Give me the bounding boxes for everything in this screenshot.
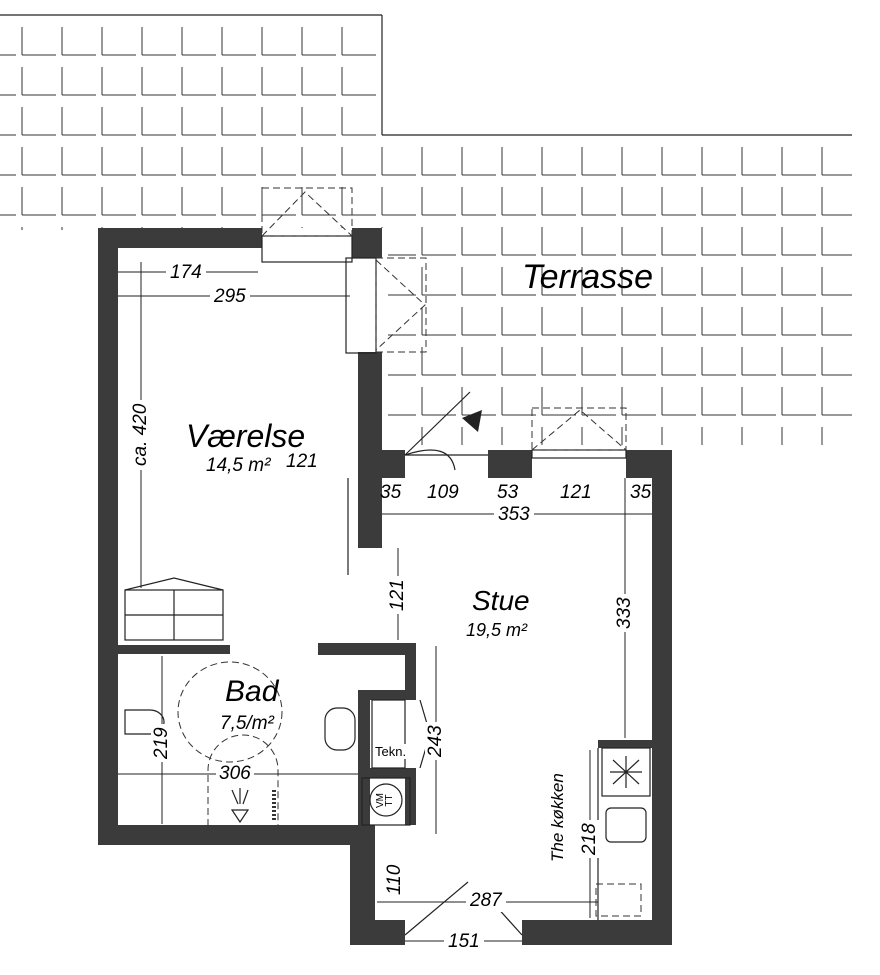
room-label-tekn: Tekn. (375, 744, 407, 759)
dim-stue-passage: 121 (387, 576, 409, 614)
dim-vaerelse-top: 174 (166, 262, 206, 284)
washer-icon (369, 783, 403, 817)
vm-tt-label: VM TT (375, 793, 395, 808)
dim-entry-depth: 110 (384, 861, 406, 898)
room-label-vaerelse: Værelse (186, 418, 306, 454)
sink-icon (324, 707, 356, 751)
terrace-tiles (0, 14, 852, 458)
dim-entry-width: 287 (466, 890, 506, 912)
dim-bad-height: 219 (151, 724, 173, 762)
toilet-icon (124, 709, 165, 735)
room-label-terrasse: Terrasse (522, 258, 654, 296)
room-area-bad: 7,5/m² (220, 713, 274, 734)
dim-stue-width: 353 (494, 504, 534, 526)
shower (207, 734, 279, 826)
dim-stue-window: 121 (560, 482, 592, 503)
room-area-stue: 19,5 m² (466, 620, 528, 640)
dim-kitchen-length: 218 (579, 820, 601, 858)
shower-head-icon (230, 788, 250, 824)
fridge (595, 883, 642, 917)
openings (261, 187, 627, 936)
room-label-bad: Bad (225, 675, 279, 708)
tt-label: TT (384, 794, 395, 807)
dim-entry-door: 151 (444, 931, 484, 953)
room-area-vaerelse: 14,5 m² (206, 455, 271, 476)
dim-vaerelse-window: 121 (286, 451, 318, 472)
entrance-arrow-icon (462, 410, 482, 432)
room-label-kitchen: The køkken (548, 773, 568, 862)
dim-bad-width: 306 (216, 763, 254, 785)
dim-stue-wall-a: 35 (380, 482, 402, 503)
dim-vaerelse-width: 295 (210, 286, 250, 308)
dim-stue-wall-c: 35 (630, 482, 652, 503)
dim-tekn-height: 243 (425, 722, 447, 760)
room-label-stue: Stue (472, 585, 530, 616)
walls (98, 228, 672, 945)
dim-stue-depth: 333 (614, 594, 636, 632)
dim-vaerelse-height: ca. 420 (130, 399, 152, 470)
dim-stue-door: 109 (427, 482, 459, 503)
kitchen-sink-icon (605, 807, 647, 843)
turning-circle (177, 661, 283, 763)
stove-icon (601, 747, 651, 797)
dim-stue-wall-b: 53 (497, 482, 519, 503)
